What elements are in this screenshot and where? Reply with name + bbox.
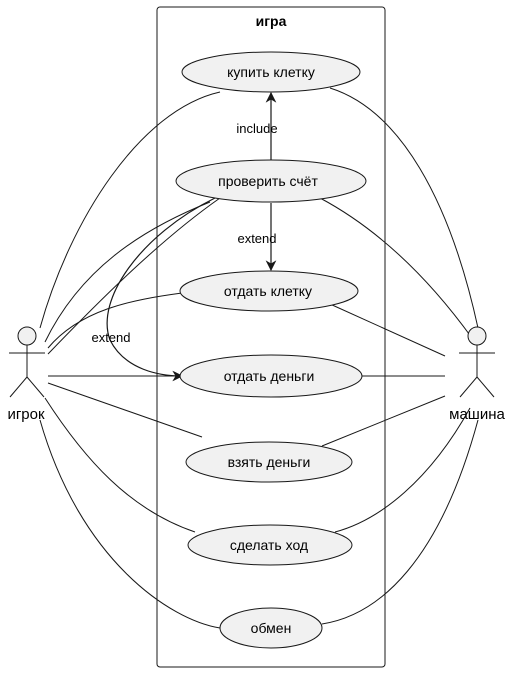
actor-player-head-icon — [17, 326, 37, 346]
actor-player-label: игрок — [7, 406, 45, 423]
assoc-player-buy-cell — [39, 91, 221, 329]
assoc-machine-exchange — [321, 419, 479, 625]
use-case-exchange-label: обмен — [251, 620, 292, 636]
use-case-check-account-label: проверить счёт — [218, 173, 318, 189]
assoc-machine-take-money — [321, 395, 446, 447]
player-associations — [39, 91, 221, 629]
assoc-machine-make-move — [334, 407, 471, 533]
use-case-take-money-label: взять деньги — [228, 454, 311, 470]
use-case-give-cell[interactable]: отдать клетку — [179, 270, 359, 312]
use-case-buy-cell[interactable]: купить клетку — [181, 51, 361, 93]
use-case-give-cell-label: отдать клетку — [224, 283, 312, 299]
use-case-give-money[interactable]: отдать деньги — [179, 354, 363, 398]
system-boundary — [156, 6, 386, 668]
use-case-exchange[interactable]: обмен — [219, 607, 323, 649]
machine-associations — [319, 87, 479, 625]
assoc-machine-give-cell — [329, 303, 446, 357]
dependency-relations — [106, 91, 277, 382]
actor-machine-head-icon — [467, 326, 487, 346]
assoc-player-check-account-1 — [44, 201, 211, 343]
extend-arrow-give-money — [106, 197, 216, 382]
assoc-player-give-cell — [47, 292, 183, 349]
assoc-player-take-money — [47, 382, 203, 438]
actor-player[interactable] — [9, 326, 45, 398]
use-case-give-money-label: отдать деньги — [224, 368, 315, 384]
extend-label-give-cell: extend — [237, 231, 276, 246]
use-case-check-account[interactable]: проверить счёт — [175, 159, 367, 203]
use-case-make-move[interactable]: сделать ход — [187, 524, 353, 566]
assoc-machine-check-account — [319, 197, 473, 339]
include-label: include — [236, 121, 277, 136]
assoc-player-check-account-2 — [47, 197, 221, 355]
assoc-player-exchange — [39, 419, 221, 629]
assoc-player-make-move — [44, 397, 196, 533]
assoc-machine-buy-cell — [329, 87, 479, 329]
system-title: игра — [256, 13, 287, 29]
actor-machine[interactable] — [459, 326, 495, 398]
use-case-take-money[interactable]: взять деньги — [185, 441, 353, 483]
extend-label-give-money: extend — [91, 330, 130, 345]
actor-machine-label: машина — [449, 406, 505, 423]
use-case-make-move-label: сделать ход — [230, 537, 308, 553]
use-case-buy-cell-label: купить клетку — [227, 64, 315, 80]
